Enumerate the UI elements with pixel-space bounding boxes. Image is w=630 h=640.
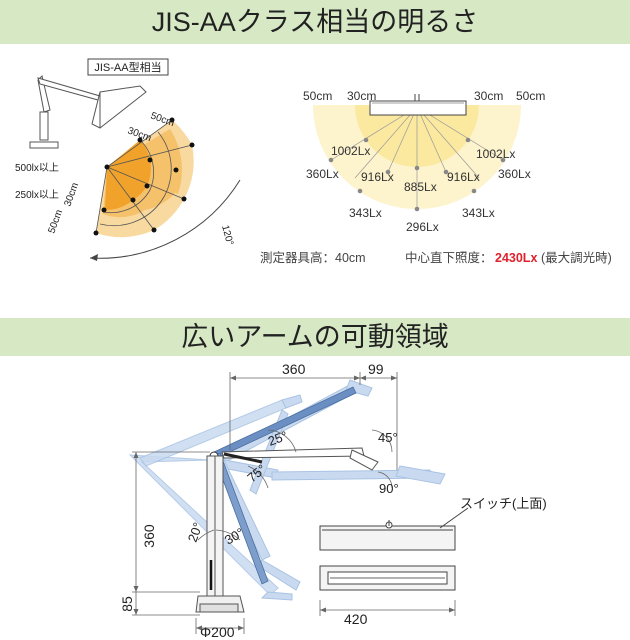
angle-90: 90°: [379, 481, 399, 496]
lux-distribution-diagram: [313, 94, 521, 212]
label-50cm-radial: 50cm: [46, 208, 65, 235]
measure-height: 測定器具高：40cm: [260, 250, 366, 265]
lux-916-right: 916Lx: [447, 170, 480, 184]
illuminance-fan: [89, 117, 241, 261]
label-500lx: 500lx以上: [15, 162, 59, 174]
label-30cm-radial: 30cm: [62, 181, 81, 208]
angle-20: 20°: [185, 520, 206, 544]
section-title-arm-range: 広いアームの可動領域: [181, 322, 449, 352]
section-banner-brightness: JIS-AAクラス相当の明るさ: [0, 0, 630, 44]
mini-lamp-illustration: [29, 75, 147, 149]
dimension-arrows: [133, 375, 455, 631]
lux-labels: 50cm 30cm 30cm 50cm 1002Lx 1002Lx 360Lx …: [303, 89, 545, 234]
lux-360-left: 360Lx: [306, 167, 339, 181]
switch-label: スイッチ(上面): [460, 496, 547, 511]
dim-reach-360: 360: [282, 361, 306, 377]
lux-296: 296Lx: [406, 220, 439, 234]
dim-height-360: 360: [141, 524, 157, 548]
lamp-head-views: [319, 507, 469, 591]
lamp-stand: [195, 455, 245, 613]
label-50cm-top: 50cm: [149, 110, 176, 129]
badge-jis-aa: JIS-AA型相当: [87, 58, 169, 76]
label-250lx: 250lx以上: [15, 189, 59, 201]
lux-360-right: 360Lx: [498, 167, 531, 181]
lux-1002-right: 1002Lx: [476, 147, 515, 161]
label-left-50cm: 50cm: [303, 89, 332, 103]
section-title-brightness: JIS-AAクラス相当の明るさ: [151, 7, 479, 37]
section-banner-arm-range: 広いアームの可動領域: [0, 318, 630, 356]
dim-offset-99: 99: [368, 361, 384, 377]
angle-45: 45°: [378, 430, 398, 445]
lux-1002-left: 1002Lx: [331, 144, 370, 158]
label-right-30cm: 30cm: [474, 89, 503, 103]
dim-height-85: 85: [119, 596, 135, 612]
lux-343-right: 343Lx: [462, 206, 495, 220]
lux-885: 885Lx: [404, 180, 437, 194]
center-illuminance-label: 中心直下照度：: [405, 250, 493, 265]
lux-916-left: 916Lx: [361, 170, 394, 184]
arm-dimension-labels: 360 99 360 85 Φ200 420: [119, 361, 384, 640]
measurement-notes: 測定器具高：40cm 中心直下照度： 2430Lx (最大調光時): [260, 250, 612, 265]
label-left-30cm: 30cm: [347, 89, 376, 103]
center-illuminance-note: (最大調光時): [541, 251, 612, 265]
lux-343-left: 343Lx: [349, 206, 382, 220]
dim-base-diameter: Φ200: [200, 624, 235, 640]
badge-jis-aa-text: JIS-AA型相当: [94, 60, 161, 74]
label-120-degrees: 120°: [219, 224, 235, 247]
angle-25: 25°: [266, 428, 290, 449]
center-illuminance-value: 2430Lx: [495, 251, 537, 265]
dim-head-length: 420: [344, 611, 368, 627]
label-right-50cm: 50cm: [516, 89, 545, 103]
